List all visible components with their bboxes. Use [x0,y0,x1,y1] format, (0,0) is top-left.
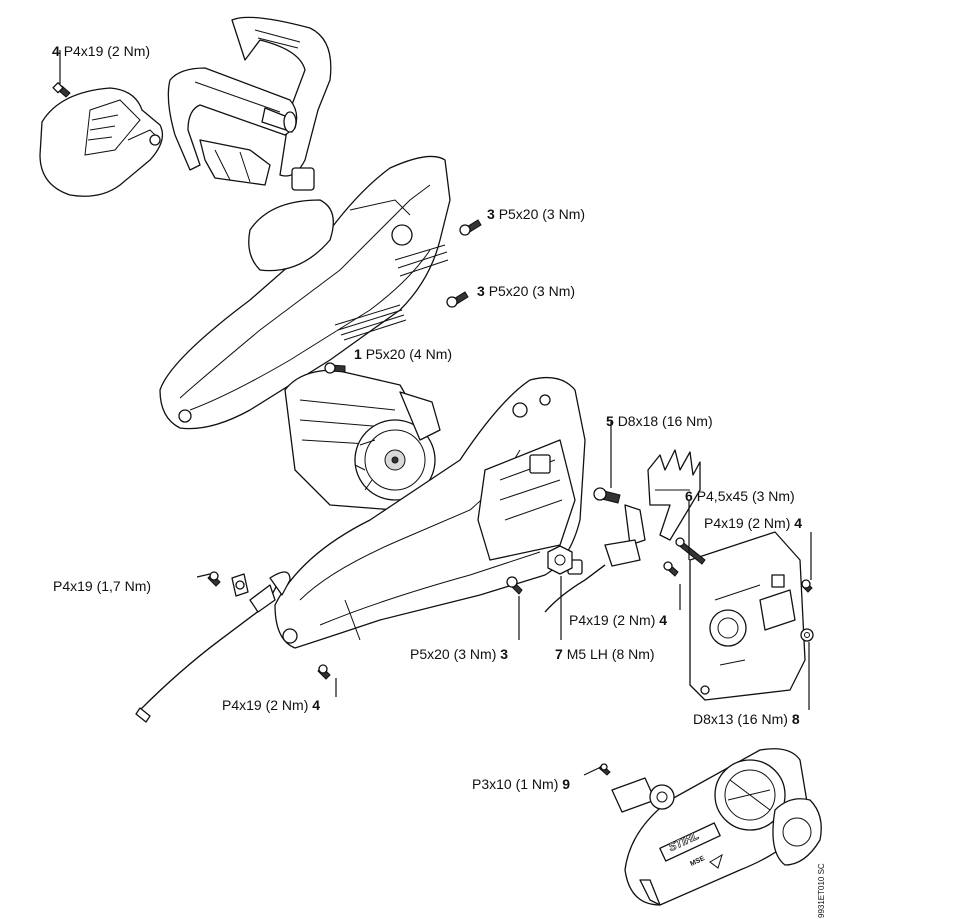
callout-label: 6 P4,5x45 (3 Nm) [685,488,795,504]
callout-label: 1 P5x20 (4 Nm) [354,346,452,362]
chain-catcher-plate [611,777,675,813]
callout-number: 4 [52,43,60,59]
screws [52,82,814,776]
callout-text: D8x13 (16 Nm) [693,711,788,727]
drawing-code: 9931ET010 SC [817,863,826,918]
callout-label: 4 P4x19 (2 Nm) [52,43,150,59]
callout-label: P4x19 (2 Nm) 4 [704,515,802,531]
callout-label: 3 P5x20 (3 Nm) [487,206,585,222]
callout-number: 9 [562,776,571,792]
callout-text: P5x20 (3 Nm) [498,206,586,222]
callout-label: P4x19 (2 Nm) 4 [222,697,320,713]
callout-number: 4 [659,612,668,628]
callout-text: M5 LH (8 Nm) [566,646,655,662]
callout-number: 1 [354,346,362,362]
callout-label: 5 D8x18 (16 Nm) [606,413,713,429]
sprocket-cover-plate [689,531,806,701]
callout-label: P5x20 (3 Nm) 3 [410,646,508,662]
front-handle [167,16,332,191]
callout-text: P4x19 (2 Nm) [704,515,791,531]
callout-text: P5x20 (3 Nm) [410,646,497,662]
power-cord [135,571,291,723]
spike-bumper [647,449,701,541]
callout-label: P3x10 (1 Nm) 9 [472,776,570,792]
callout-text: P5x20 (4 Nm) [365,346,453,362]
callout-label: 7 M5 LH (8 Nm) [555,646,655,662]
drive-sprocket [547,545,573,575]
chain-sprocket-cover [624,748,822,906]
electric-motor [284,369,441,511]
leader-lines [59,50,812,776]
callout-label: P4x19 (2 Nm) 4 [569,612,667,628]
callout-text: P5x20 (3 Nm) [488,283,576,299]
callout-number: 5 [606,413,614,429]
callout-label: D8x13 (16 Nm) 8 [693,711,800,727]
cord-clamp [231,573,249,597]
callout-text: P4,5x45 (3 Nm) [696,488,795,504]
callout-label: P4x19 (1,7 Nm) [53,578,151,594]
callout-number: 8 [791,711,800,727]
callout-text: P3x10 (1 Nm) [472,776,559,792]
callout-label: 3 P5x20 (3 Nm) [477,283,575,299]
callout-number: 3 [487,206,495,222]
tensioner-assembly [544,504,646,613]
housing-upper-half [159,155,451,430]
callout-text: D8x18 (16 Nm) [617,413,713,429]
callout-number: 3 [477,283,485,299]
callout-number: 6 [685,488,693,504]
callout-text: P4x19 (2 Nm) [63,43,151,59]
handle-end-cover [39,87,164,197]
callout-number: 3 [500,646,509,662]
callout-text: P4x19 (2 Nm) [222,697,309,713]
callout-text: P4x19 (1,7 Nm) [53,578,152,594]
callout-number: 7 [555,646,563,662]
callout-text: P4x19 (2 Nm) [569,612,656,628]
callout-number: 4 [312,697,321,713]
callout-number: 4 [794,515,803,531]
